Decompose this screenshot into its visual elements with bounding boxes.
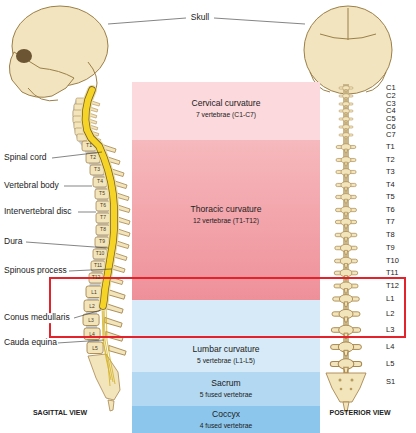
curvature-band: Cervical curvature7 vertebrae (C1-C7) <box>132 82 320 140</box>
vertebra-number: T12 <box>386 282 399 291</box>
cauda-equina <box>102 304 115 386</box>
vertebra-number: T10 <box>386 257 399 266</box>
vertebra-number: T8 <box>386 231 395 240</box>
vertebra-number: T1 <box>86 143 92 149</box>
vertebra-number: T2 <box>386 156 395 165</box>
band-subtitle: 4 fused vertebrae <box>132 421 320 431</box>
vertebra-number: T9 <box>99 239 105 245</box>
vertebra-number: T5 <box>99 191 105 197</box>
vertebra-number: T2 <box>90 155 96 161</box>
vertebra-number: L3 <box>386 326 394 335</box>
vertebra-number: T8 <box>100 227 106 233</box>
part-label: Conus medullaris <box>3 313 71 323</box>
part-label: Spinal cord <box>3 153 48 163</box>
band-subtitle: 5 fused vertebrae <box>132 390 320 400</box>
spinal-cord-outline <box>86 90 115 306</box>
vertebra-number: T7 <box>386 218 395 227</box>
vertebra-number: T5 <box>386 193 395 202</box>
vertebra-number: C7 <box>386 131 396 140</box>
vertebra-number: L5 <box>386 360 394 369</box>
vertebra-number: L2 <box>386 310 394 319</box>
vertebra-number: T6 <box>386 206 395 215</box>
vertebra-number: T1 <box>386 143 395 152</box>
band-subtitle: 5 vertebrae (L1-L5) <box>132 356 320 366</box>
sacral-foramina <box>339 379 354 391</box>
vertebra-number: L1 <box>91 290 97 296</box>
vertebra-number: S1 <box>386 378 395 387</box>
vertebra-number: T4 <box>386 181 395 190</box>
part-label: Intervertebral disc <box>3 207 73 217</box>
curvature-band: Sacrum5 fused vertebrae <box>132 372 320 406</box>
vertebra-number: T10 <box>96 251 105 257</box>
band-title: Thoracic curvature <box>132 204 320 216</box>
band-title: Sacrum <box>132 378 320 390</box>
eye-orbit <box>16 49 32 63</box>
dura <box>86 90 115 306</box>
view-caption: POSTERIOR VIEW <box>329 409 390 417</box>
curvature-band: Lumbar curvature5 vertebrae (L1-L5) <box>132 300 320 372</box>
posterior-vertebrae <box>326 86 366 412</box>
vertebra-number: L4 <box>89 332 95 338</box>
vertebra-number: T3 <box>386 168 395 177</box>
band-title: Lumbar curvature <box>132 344 320 356</box>
curvature-band: Coccyx4 fused vertebrae <box>132 406 320 433</box>
vertebra-number: T9 <box>386 244 395 253</box>
vertebra-number: T6 <box>100 203 106 209</box>
spinal-cord <box>86 90 115 306</box>
band-title: Coccyx <box>132 409 320 421</box>
vertebra-number: L3 <box>88 318 94 324</box>
part-label: Dura <box>3 237 23 247</box>
vertebra-number: T11 <box>94 263 102 269</box>
part-label: Spinous process <box>3 266 68 276</box>
part-label: Vertebral body <box>3 181 60 191</box>
vertebra-number: L5 <box>92 346 98 352</box>
skull-posterior <box>304 6 392 94</box>
band-title: Cervical curvature <box>132 98 320 110</box>
band-subtitle: 12 vertebrae (T1-T12) <box>132 216 320 226</box>
vertebra-number: T3 <box>94 167 100 173</box>
vertebra-number: T11 <box>386 269 398 278</box>
band-subtitle: 7 vertebrae (C1-C7) <box>132 110 320 120</box>
vertebra-number: L2 <box>89 304 95 310</box>
vertebra-number: L4 <box>386 343 394 352</box>
vertebra-number: T7 <box>100 215 106 221</box>
part-label: Skull <box>191 13 209 23</box>
vertebra-number: T12 <box>92 275 101 281</box>
part-label: Cauda equina <box>3 338 58 348</box>
view-caption: SAGITTAL VIEW <box>33 409 87 417</box>
vertebra-number: T4 <box>97 179 103 185</box>
vertebra-number: L1 <box>386 295 394 304</box>
curvature-band: Thoracic curvature12 vertebrae (T1-T12) <box>132 140 320 300</box>
